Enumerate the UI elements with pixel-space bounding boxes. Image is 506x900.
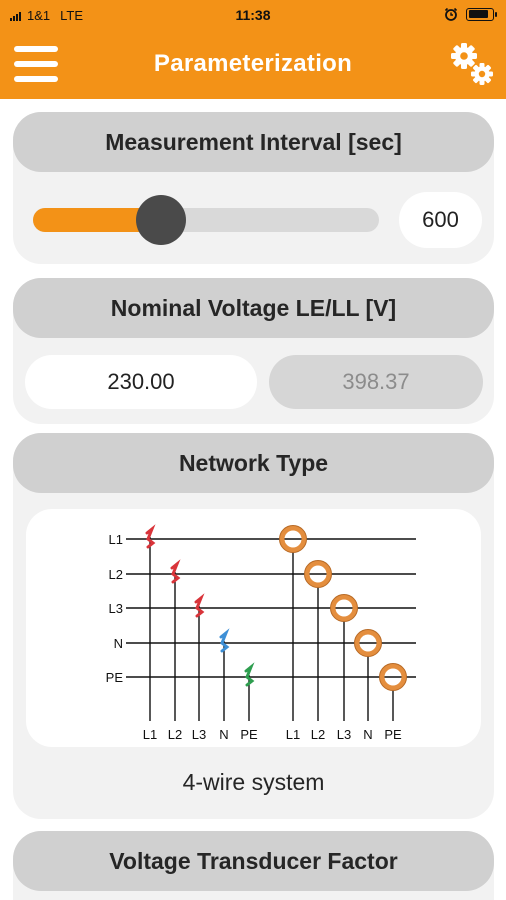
current-clamp-icon	[354, 629, 382, 657]
voltage-clip-red-icon	[145, 524, 156, 549]
voltage-ll-value: 398.37	[269, 355, 483, 409]
app-header: 1&1 LTE 11:38 Parameterization	[0, 0, 506, 99]
network-type-indicator: LTE	[60, 8, 84, 23]
current-clamp-icon	[379, 663, 407, 691]
voltage-clip-green-icon	[244, 662, 255, 687]
terminal-label: L2	[168, 727, 182, 742]
bus-lines	[126, 538, 416, 678]
line-label: L3	[109, 601, 123, 616]
gears-icon[interactable]	[448, 40, 496, 88]
alarm-clock-icon	[444, 7, 458, 21]
measurement-interval-slider[interactable]	[33, 195, 379, 245]
network-type-header: Network Type	[13, 433, 494, 493]
signal-icon	[10, 11, 21, 21]
carrier-name: 1&1	[27, 8, 51, 23]
nominal-voltage-card: Nominal Voltage LE/LL [V] 230.00 398.37	[13, 278, 494, 424]
hamburger-menu-icon[interactable]	[14, 44, 60, 84]
network-type-caption: 4-wire system	[182, 769, 325, 795]
network-type-card: Network Type L1 L2 L3 N PE	[13, 433, 494, 819]
voltage-le-input[interactable]: 230.00	[25, 355, 257, 409]
line-label: PE	[106, 670, 124, 685]
current-clamp-icon	[279, 525, 307, 553]
terminal-label: L1	[286, 727, 300, 742]
terminal-label: L3	[337, 727, 351, 742]
current-clamp-icon	[304, 560, 332, 588]
voltage-clip-blue-icon	[219, 628, 230, 653]
voltage-clip-red-icon	[170, 559, 181, 584]
line-label: N	[114, 636, 123, 651]
terminal-label: PE	[384, 727, 402, 742]
terminal-label: N	[363, 727, 372, 742]
terminal-label: L3	[192, 727, 206, 742]
terminal-label: L1	[143, 727, 157, 742]
status-time: 11:38	[235, 7, 271, 23]
slider-thumb[interactable]	[136, 195, 186, 245]
terminal-label: N	[219, 727, 228, 742]
measurement-interval-header: Measurement Interval [sec]	[13, 112, 494, 172]
line-label: L1	[109, 532, 123, 547]
page-title: Parameterization	[153, 50, 353, 77]
voltage-transducer-header: Voltage Transducer Factor	[13, 831, 494, 891]
terminal-label: L2	[311, 727, 325, 742]
battery-icon	[466, 7, 497, 21]
line-label: L2	[109, 567, 123, 582]
voltage-clip-red-icon	[194, 593, 205, 618]
measurement-interval-value[interactable]: 600	[399, 192, 482, 248]
current-clamp-icon	[330, 594, 358, 622]
network-diagram[interactable]: L1 L2 L3 N PE	[26, 509, 481, 747]
measurement-interval-card: Measurement Interval [sec] 600	[13, 112, 494, 264]
status-bar: 1&1 LTE 11:38	[0, 0, 506, 30]
nominal-voltage-header: Nominal Voltage LE/LL [V]	[13, 278, 494, 338]
network-wiring-diagram: L1 L2 L3 N PE	[106, 524, 416, 742]
voltage-transducer-card: Voltage Transducer Factor	[13, 831, 494, 900]
terminal-label: PE	[240, 727, 258, 742]
